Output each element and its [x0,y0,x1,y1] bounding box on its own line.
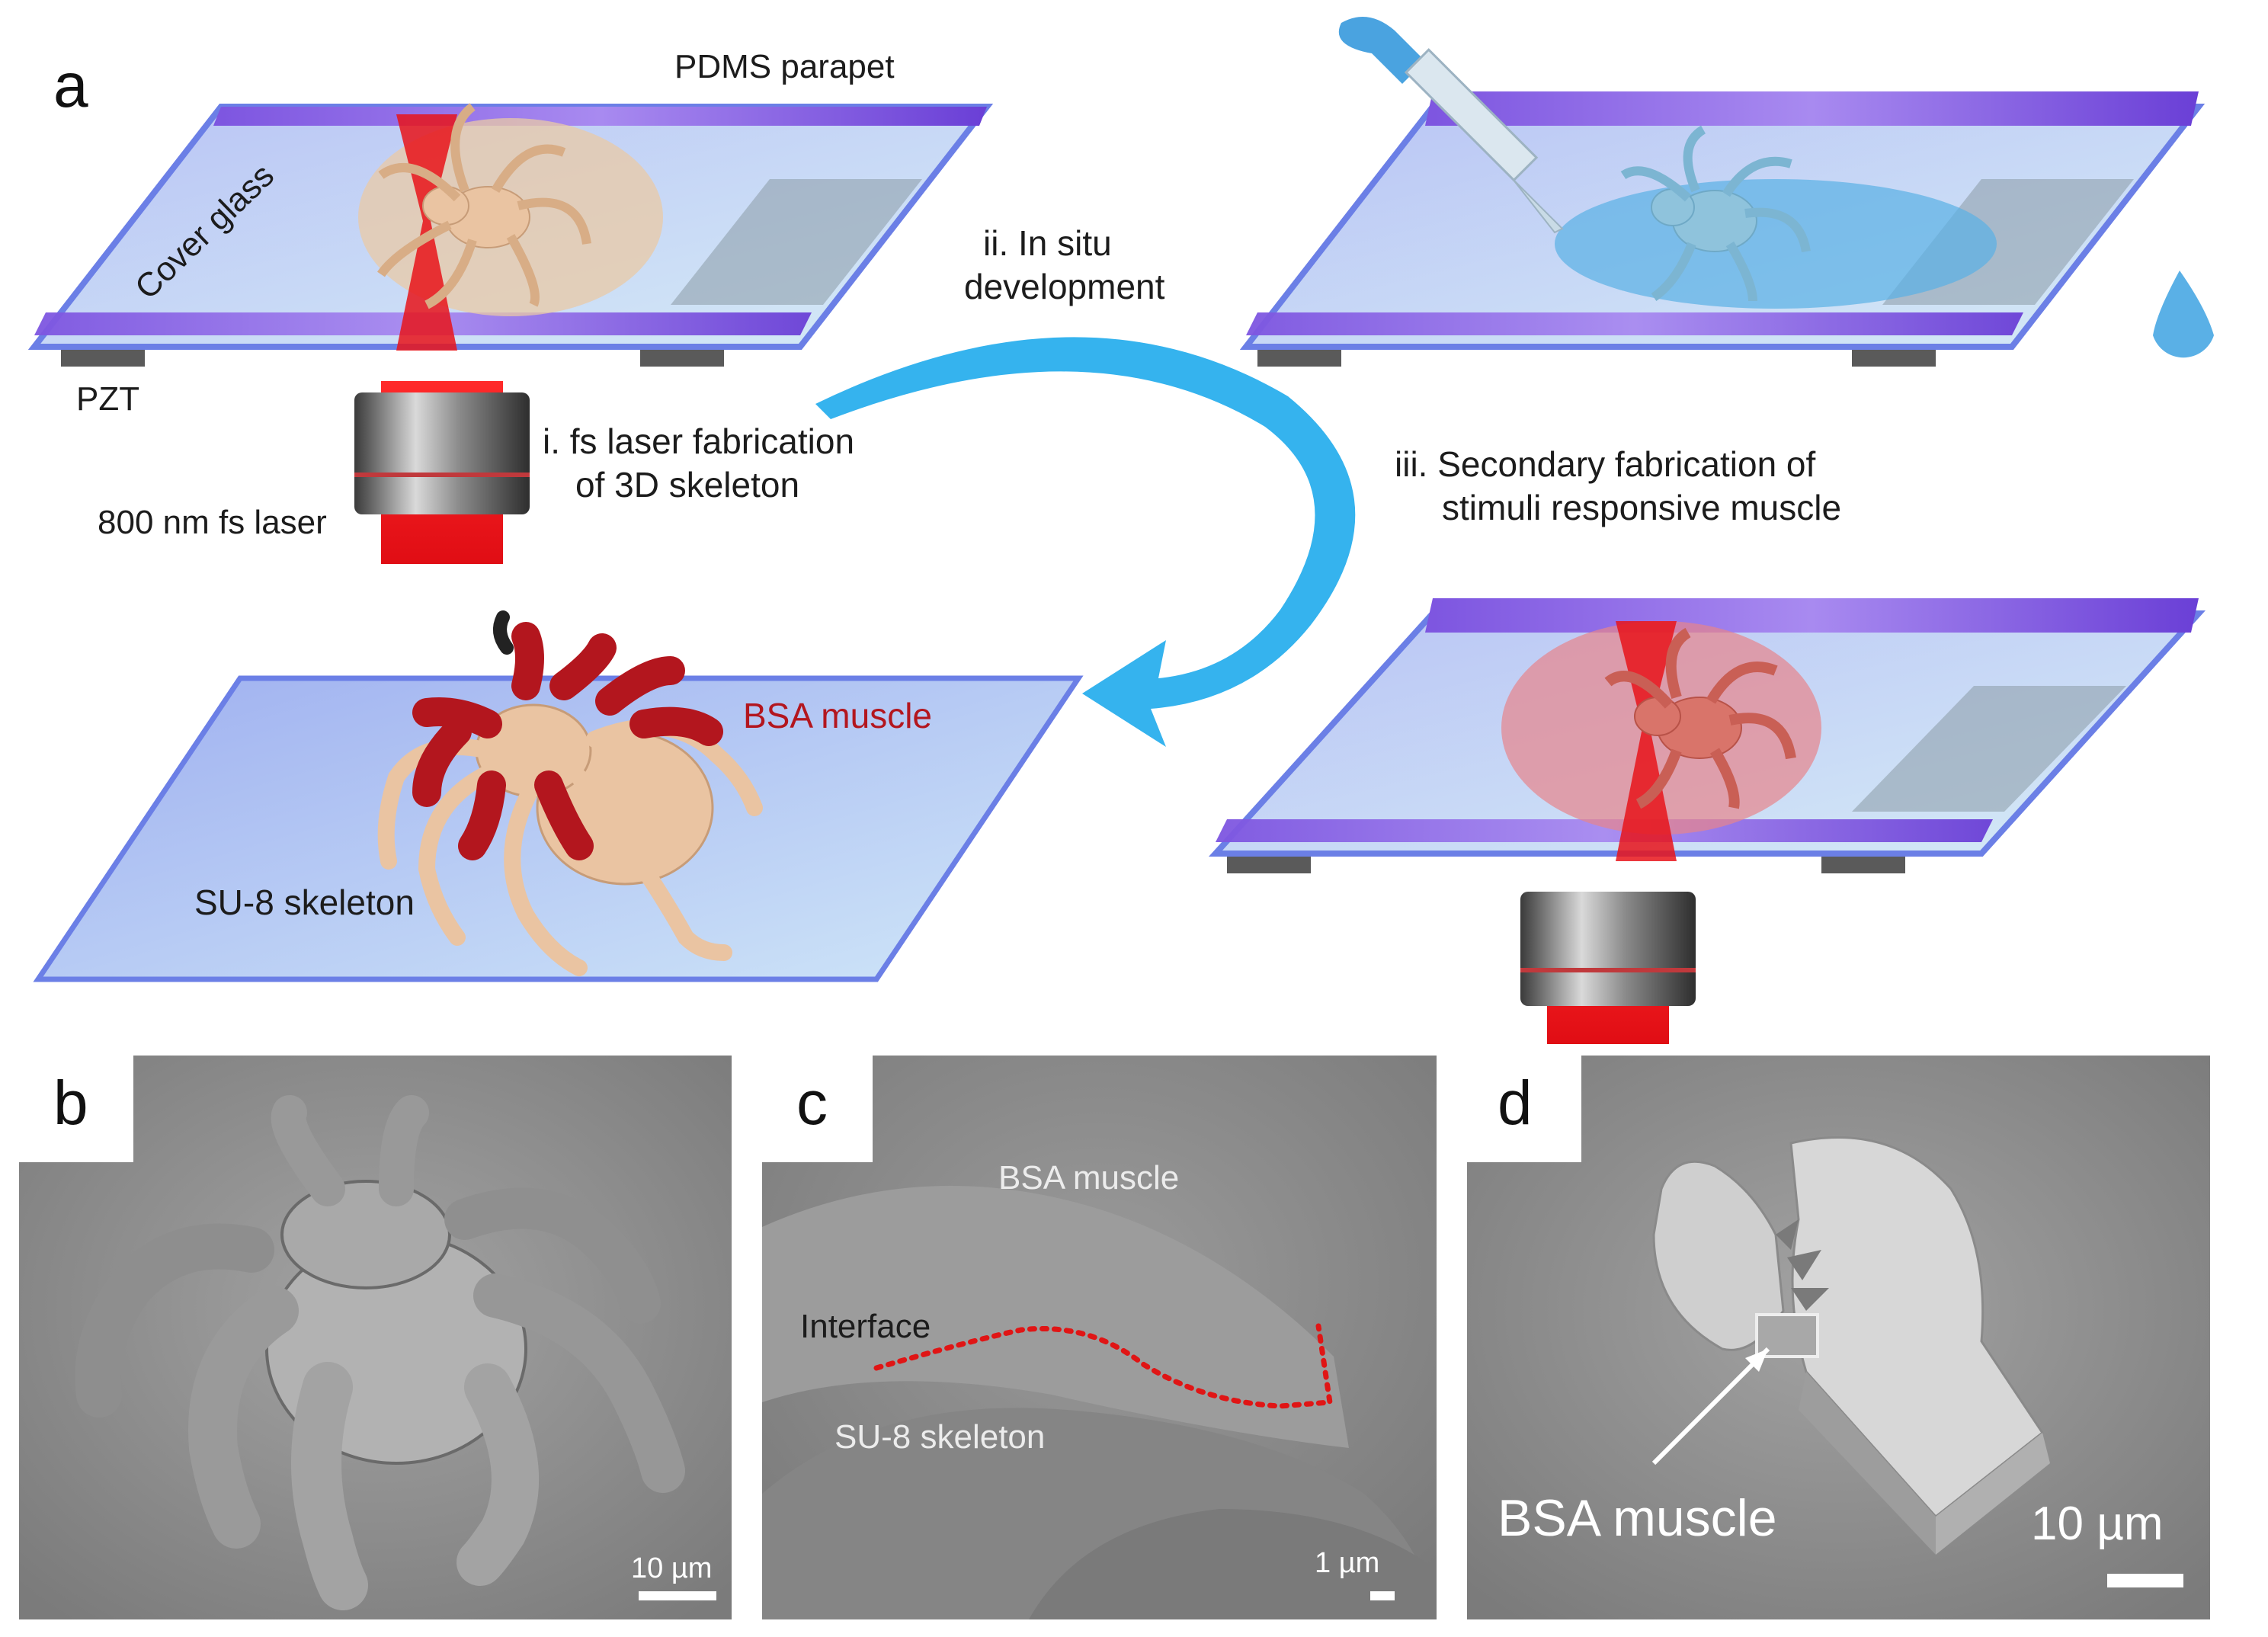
label-bsa-muscle: BSA muscle [743,696,932,735]
label-pdms-parapet: PDMS parapet [674,48,895,85]
label-step-i-line2: of 3D skeleton [575,465,799,505]
panel-a: a [27,17,2214,1044]
sem-spider-b [75,1095,685,1610]
pzt-block-left [61,347,145,367]
scale-label-d: 10 µm [2031,1498,2164,1550]
developer-shadow-3 [1852,686,2126,812]
label-c-bsa-muscle: BSA muscle [998,1159,1179,1197]
pzt-block-left-3 [1227,854,1311,873]
scale-bar-b [639,1591,716,1600]
objective-lens-3 [1520,892,1696,1006]
panel-d-letter: d [1498,1068,1533,1138]
setup-2-stage [1239,17,2214,367]
panel-d: d BSA muscle 10 µm [1467,1056,2210,1619]
pointer-arrow-d [1651,1347,1770,1466]
panel-a-letter: a [53,51,88,120]
scale-label-b: 10 µm [631,1552,712,1584]
setup-3-stage [1208,598,2206,1044]
sem-claw-d [1652,1136,2050,1555]
spider-skeleton-1 [377,103,591,309]
objective-lens-1 [354,392,530,514]
panel-c: c BSA muscle Interface SU-8 skeleton 1 µ… [762,1056,1437,1619]
label-d-bsa-muscle: BSA muscle [1498,1489,1777,1547]
label-pzt: PZT [76,380,139,418]
label-c-interface: Interface [800,1308,931,1345]
label-step-iii-line2: stimuli responsive muscle [1442,488,1841,527]
pdms-parapet-back-1 [213,107,987,126]
label-su8-skeleton: SU-8 skeleton [194,883,415,922]
pzt-block-right-2 [1852,347,1936,367]
setup-1-stage [27,103,994,564]
scale-label-c: 1 µm [1315,1547,1379,1579]
scale-bar-d [2107,1574,2183,1587]
developer-shadow-1 [671,179,922,305]
spider-skeleton-2 [1620,125,1811,302]
pointer-arrowhead-d [1745,1349,1768,1372]
pzt-block-left-2 [1257,347,1341,367]
scale-bar-c [1370,1591,1395,1600]
laser-focus-upper-1 [396,114,457,221]
spider-3d-model [377,610,763,976]
pzt-block-right-3 [1821,854,1905,873]
panel-c-letter: c [796,1068,828,1138]
label-step-iii-line1: iii. Secondary fabrication of [1395,444,1816,484]
laser-focus-upper-3 [1616,621,1677,728]
panel-d-letter-bg [1467,1056,1581,1162]
laser-focus-lower-1 [396,221,457,351]
spider-muscle-3 [1604,627,1796,809]
label-c-su8-skeleton: SU-8 skeleton [834,1418,1045,1456]
result-slide [33,610,1084,982]
panel-b: b 10 µm [19,1056,732,1619]
panel-b-letter: b [53,1068,88,1138]
interface-dotted-line [873,1323,1334,1409]
pzt-block-right [640,347,724,367]
panel-c-letter-bg [762,1056,873,1162]
water-drop-icon [2153,271,2214,358]
label-laser: 800 nm fs laser [98,504,327,541]
label-step-ii-line1: ii. In situ [983,223,1112,263]
pdms-parapet-back-2 [1425,91,2199,126]
label-step-ii-line2: development [964,267,1165,306]
pdms-parapet-front-3 [1216,819,1993,842]
pipette-icon [1338,17,1564,234]
panel-b-letter-bg [19,1056,133,1162]
pdms-parapet-back-3 [1425,598,2199,633]
pdms-parapet-front-2 [1246,312,2023,335]
sem-structure-c-upper [762,1186,1349,1448]
sem-structure-c-bottom [1029,1509,1437,1619]
developer-liquid [1555,179,1997,309]
label-step-i-line1: i. fs laser fabrication [543,421,854,461]
